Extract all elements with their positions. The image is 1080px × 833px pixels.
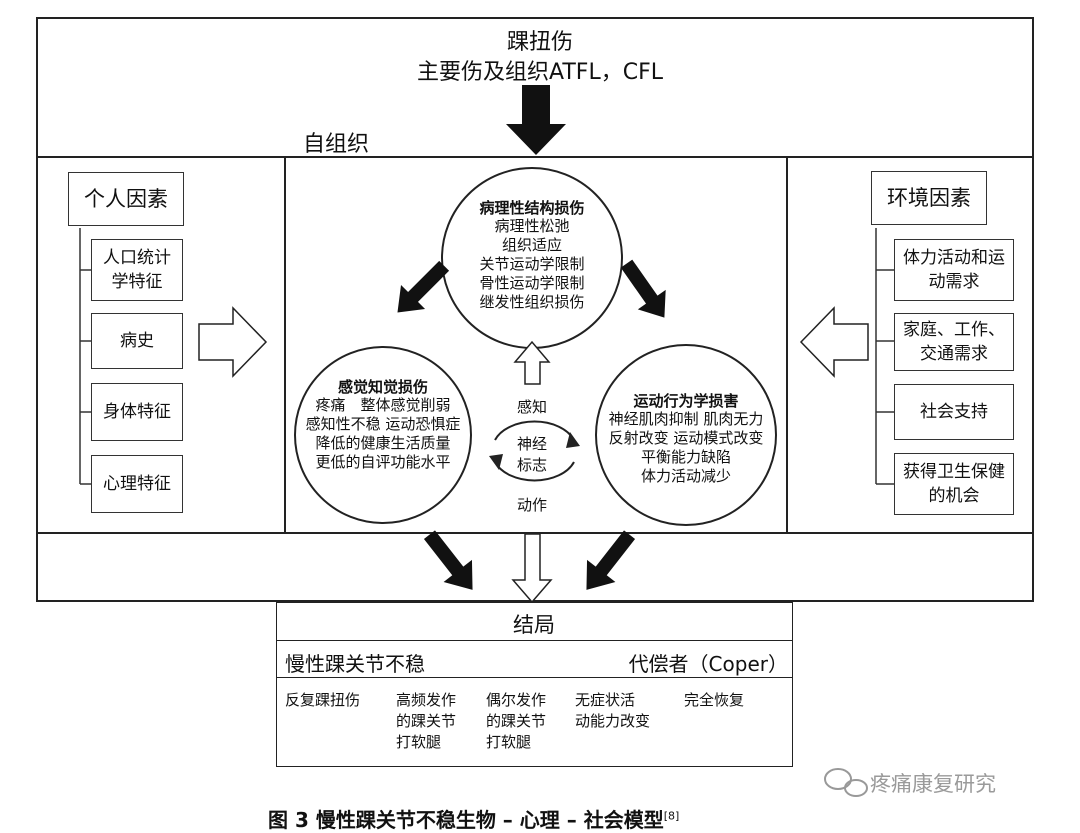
structural-body: 病理性松弛 组织适应 关节运动学限制 骨性运动学限制 继发性组织损伤 [479,217,585,311]
arrow-structural-to-sensory [397,260,450,313]
cycle-arrow-bottom [494,461,575,482]
outcome-title: 结局 [513,613,555,637]
outcome-right-label: 代偿者（Coper） [628,652,788,676]
personal-item-history: 病史 [91,313,183,369]
personal-item-demographics: 人口统计 学特征 [91,239,183,301]
outcome-left-label: 慢性踝关节不稳 [285,652,425,676]
personal-hollow-arrow [198,306,268,378]
middle-label: 自组织 [302,132,369,157]
cycle-arrowhead-bottom [489,454,503,470]
personal-tree-lines [79,228,91,485]
environment-title: 环境因素 [871,171,987,225]
circle-motor [595,344,777,526]
center-perception-label: 感知 [516,398,547,416]
outcome-divider-1 [276,640,793,641]
arrow-center-to-outcome [511,533,553,604]
center-action-label: 动作 [516,496,547,514]
wechat-icon [824,768,868,797]
caption-ref: [8] [663,809,680,823]
circle-sensory [294,346,472,524]
outcome-item-occasional: 偶尔发作 的踝关节 打软腿 [486,691,547,751]
outcome-item-recovery: 完全恢复 [684,691,745,709]
personal-item-physical: 身体特征 [91,383,183,441]
arrow-left-to-outcome [423,530,473,590]
sensory-body: 疼痛 整体感觉削弱 感知性不稳 运动恐惧症 降低的健康生活质量 更低的自评功能水… [305,396,461,471]
center-core-label: 神经 标志 [516,435,547,474]
caption-text: 图 3 慢性踝关节不稳生物 – 心理 – 社会模型 [268,808,664,832]
outcome-box [276,602,793,767]
motor-title: 运动行为学损害 [633,392,739,410]
motor-body: 神经肌肉抑制 肌肉无力 反射改变 运动模式改变 平衡能力缺陷 体力活动减少 [608,410,764,485]
cycle-arrow-top [494,420,575,441]
arrow-structural-to-motor [620,259,666,318]
outcome-item-asymptomatic: 无症状活 动能力改变 [575,691,651,730]
personal-title: 个人因素 [68,172,184,226]
outcome-item-recurrent: 反复踝扭伤 [285,691,361,709]
top-down-arrow [506,85,566,155]
personal-item-psychological: 心理特征 [91,455,183,513]
environment-item-healthcare: 获得卫生保健 的机会 [894,453,1014,515]
environment-item-home: 家庭、工作、 交通需求 [894,313,1014,371]
center-up-arrow [513,340,551,385]
outcome-item-frequent: 高频发作 的踝关节 打软腿 [396,691,457,751]
cycle-arrowhead-top [566,432,580,448]
figure-caption: 图 3 慢性踝关节不稳生物 – 心理 – 社会模型[8] [268,780,828,833]
top-title: 踝扭伤 [506,30,573,55]
environment-hollow-arrow [799,306,869,378]
environment-item-social: 社会支持 [894,384,1014,440]
structural-title: 病理性结构损伤 [479,199,585,217]
environment-item-activity: 体力活动和运 动需求 [894,239,1014,301]
sensory-title: 感觉知觉损伤 [337,378,428,396]
outcome-divider-2 [276,677,793,678]
top-subtitle: 主要伤及组织ATFL，CFL [417,60,663,85]
environment-tree-lines [875,228,894,485]
arrow-right-to-outcome [586,530,636,590]
watermark: 疼痛康复研究 [870,772,996,796]
